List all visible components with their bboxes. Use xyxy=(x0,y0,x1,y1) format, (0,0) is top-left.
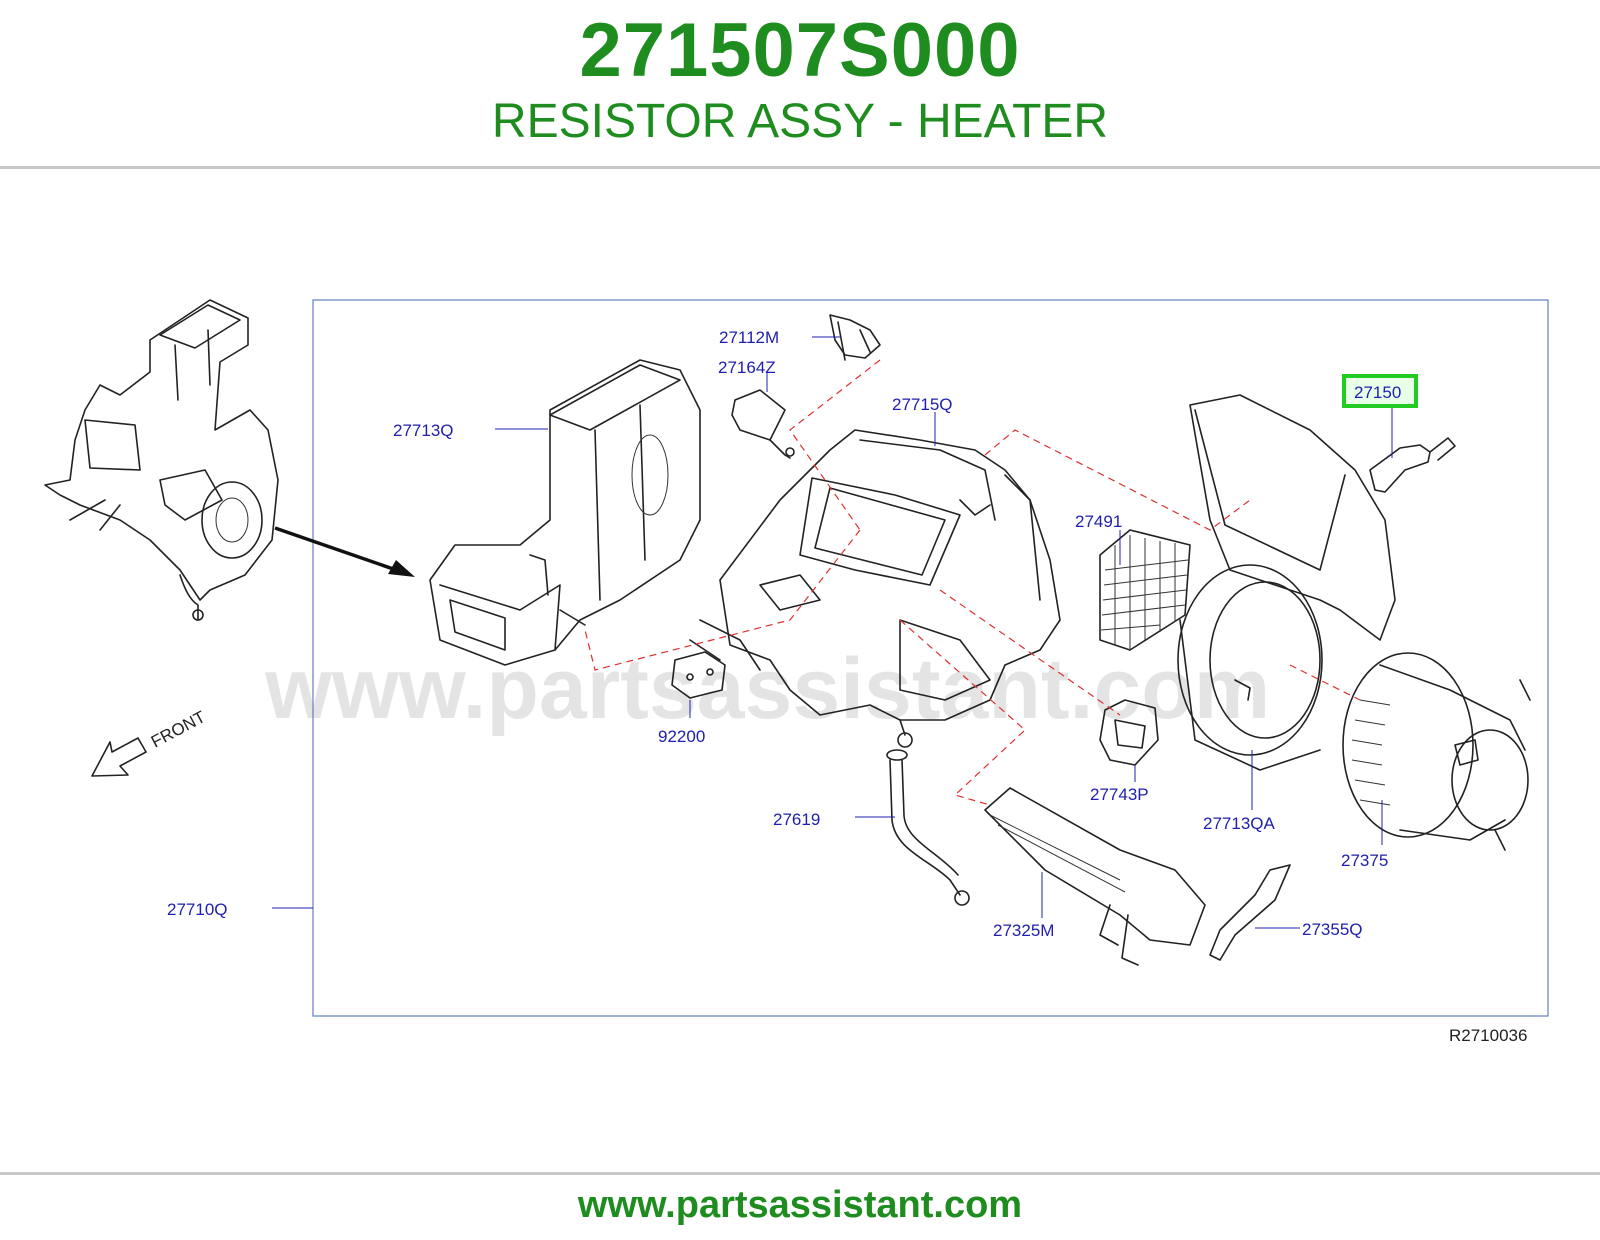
highlight-box-27150 xyxy=(1342,374,1418,408)
part-27619-drawing xyxy=(886,749,970,906)
label-27713qa[interactable]: 27713QA xyxy=(1203,814,1275,833)
heater-unit-overview-drawing xyxy=(44,299,279,621)
part-27375-drawing xyxy=(1342,652,1531,851)
part-92200-drawing xyxy=(671,651,726,699)
part-27112m-drawing xyxy=(829,314,881,361)
label-27150[interactable]: 27150 xyxy=(1354,383,1401,402)
part-27713q-drawing xyxy=(429,359,701,666)
footer-divider xyxy=(0,1172,1600,1175)
label-27491[interactable]: 27491 xyxy=(1075,512,1122,531)
label-27375[interactable]: 27375 xyxy=(1341,851,1388,870)
part-27355q-drawing xyxy=(1209,864,1291,961)
direction-arrow-head xyxy=(388,560,415,577)
direction-arrow-line xyxy=(274,526,403,574)
part-27164z-drawing xyxy=(731,389,795,459)
exploded-view-guide-lines xyxy=(584,359,1361,806)
watermark-text: www.partsassistant.com xyxy=(264,641,1270,737)
label-27715q[interactable]: 27715Q xyxy=(892,395,953,414)
label-27355q[interactable]: 27355Q xyxy=(1302,920,1363,939)
page-header: 271507S000 RESISTOR ASSY - HEATER xyxy=(0,0,1600,168)
label-27710q[interactable]: 27710Q xyxy=(167,900,228,919)
part-27715q-drawing xyxy=(689,429,1061,748)
label-27743p[interactable]: 27743P xyxy=(1090,785,1149,804)
label-27619[interactable]: 27619 xyxy=(773,810,820,829)
assembly-frame xyxy=(312,299,1549,1017)
part-name-subtitle: RESISTOR ASSY - HEATER xyxy=(491,95,1109,148)
label-92200[interactable]: 92200 xyxy=(658,727,705,746)
diagram-code: R2710036 xyxy=(1449,1026,1527,1045)
part-27743p-drawing xyxy=(1099,699,1159,766)
front-label: FRONT xyxy=(148,707,209,751)
label-leader-lines xyxy=(272,336,1393,929)
label-27112m[interactable]: 27112M xyxy=(719,328,779,347)
footer-url-link[interactable]: www.partsassistant.com xyxy=(577,1184,1023,1226)
label-27164z[interactable]: 27164Z xyxy=(718,358,776,377)
header-divider xyxy=(0,166,1600,169)
part-27325m-drawing xyxy=(984,787,1206,966)
label-27325m[interactable]: 27325M xyxy=(993,921,1054,940)
label-27713q[interactable]: 27713Q xyxy=(393,421,454,440)
part-27713qa-drawing xyxy=(1177,394,1396,771)
front-arrow-icon xyxy=(91,737,147,777)
part-number-title: 271507S000 xyxy=(579,8,1021,93)
part-27491-drawing xyxy=(1099,529,1191,651)
part-27150-drawing xyxy=(1369,437,1456,493)
